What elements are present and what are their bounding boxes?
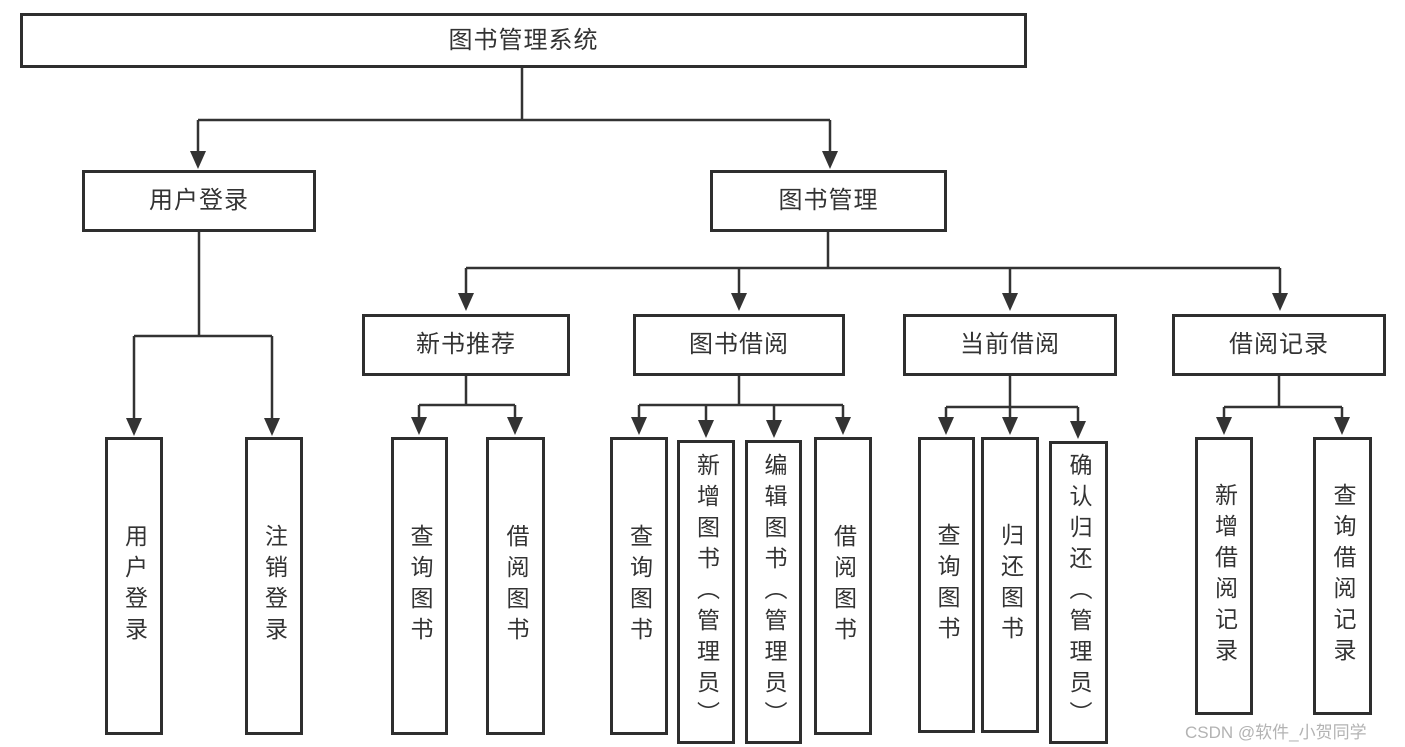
leaf-nb-borrow-books-label: 借阅图书 — [503, 524, 529, 648]
node-new-book-recommend-label: 新书推荐 — [416, 331, 516, 358]
node-book-borrow: 图书借阅 — [633, 314, 845, 376]
leaf-bb-query-books-label: 查询图书 — [626, 524, 653, 648]
leaf-br-add-record-label: 新增借阅记录 — [1211, 483, 1238, 669]
connector-root — [196, 68, 832, 153]
leaf-nb-query-books: 查询图书 — [391, 437, 448, 735]
leaf-bb-query-books: 查询图书 — [610, 437, 668, 735]
csdn-watermark: CSDN @软件_小贺同学 — [1185, 723, 1367, 742]
leaf-br-add-record: 新增借阅记录 — [1195, 437, 1253, 715]
leaf-cb-query-books-label: 查询图书 — [934, 523, 960, 647]
node-book-management-label: 图书管理 — [778, 187, 879, 214]
leaf-cb-confirm-return-admin: 确认归还（管理员） — [1049, 441, 1108, 744]
connector-current-borrow — [944, 375, 1080, 423]
leaf-bb-add-books-admin-label: 新增图书（管理员） — [693, 452, 720, 732]
connector-borrow-records — [1222, 375, 1344, 419]
node-borrow-records-label: 借阅记录 — [1229, 331, 1329, 358]
leaf-bb-add-books-admin: 新增图书（管理员） — [677, 440, 735, 744]
leaf-br-query-record-label: 查询借阅记录 — [1330, 483, 1356, 669]
leaf-cb-return-books: 归还图书 — [981, 437, 1039, 733]
connector-user-login — [132, 232, 274, 420]
connector-new-book-recommend — [417, 375, 517, 419]
leaf-bb-borrow-books-label: 借阅图书 — [830, 524, 857, 648]
leaf-user-login-label: 用户登录 — [121, 524, 148, 648]
leaf-cb-query-books: 查询图书 — [918, 437, 975, 733]
leaf-bb-edit-books-admin-label: 编辑图书（管理员） — [761, 452, 787, 732]
leaf-cb-confirm-return-admin-label: 确认归还（管理员） — [1066, 453, 1092, 732]
node-current-borrow-label: 当前借阅 — [960, 331, 1060, 358]
leaf-br-query-record: 查询借阅记录 — [1313, 437, 1372, 715]
node-user-login-label: 用户登录 — [149, 187, 249, 214]
node-book-management: 图书管理 — [710, 170, 947, 232]
node-root-system: 图书管理系统 — [20, 13, 1027, 68]
node-borrow-records: 借阅记录 — [1172, 314, 1386, 376]
leaf-cb-return-books-label: 归还图书 — [997, 523, 1024, 647]
leaf-user-login: 用户登录 — [105, 437, 163, 735]
arrowheads — [126, 151, 1350, 439]
leaf-nb-query-books-label: 查询图书 — [407, 524, 433, 648]
node-book-borrow-label: 图书借阅 — [689, 331, 789, 358]
connector-book-management — [464, 232, 1282, 295]
leaf-logout-label: 注销登录 — [261, 524, 288, 648]
leaf-bb-borrow-books: 借阅图书 — [814, 437, 872, 735]
node-user-login: 用户登录 — [82, 170, 316, 232]
node-root-system-label: 图书管理系统 — [448, 26, 599, 54]
connector-book-borrow — [637, 375, 845, 422]
node-new-book-recommend: 新书推荐 — [362, 314, 570, 376]
leaf-bb-edit-books-admin: 编辑图书（管理员） — [745, 440, 802, 744]
leaf-logout: 注销登录 — [245, 437, 303, 735]
leaf-nb-borrow-books: 借阅图书 — [486, 437, 545, 735]
node-current-borrow: 当前借阅 — [903, 314, 1117, 376]
